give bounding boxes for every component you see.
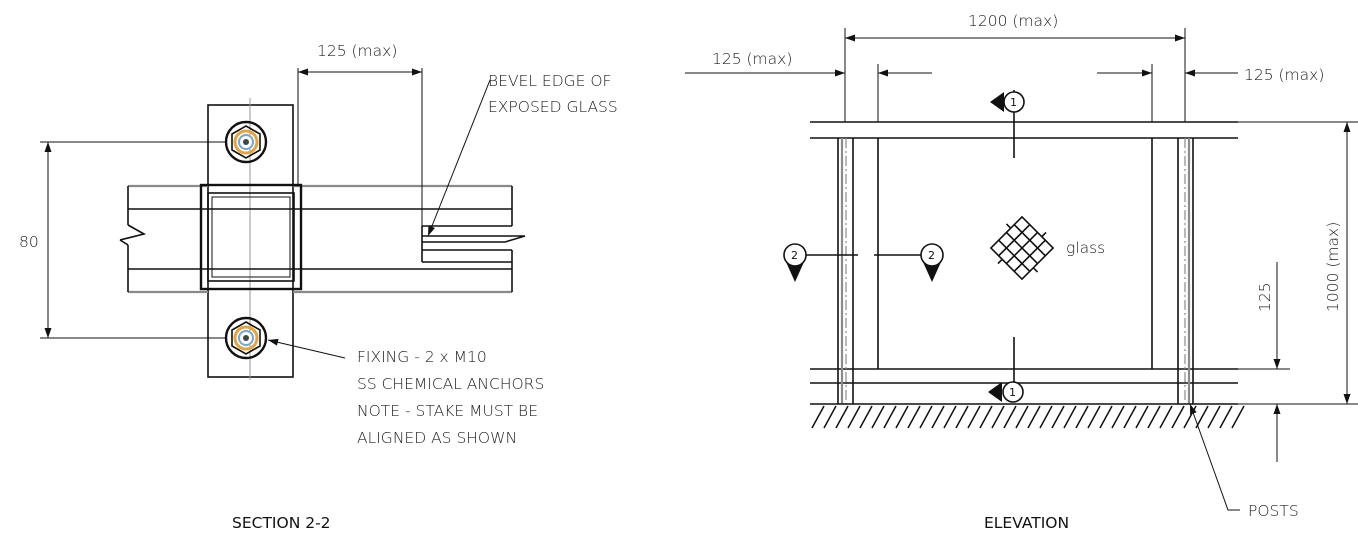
dim-125-left-label: 125 (max) (712, 50, 792, 68)
ground-hatch-line (1027, 405, 1041, 429)
ground-hatch-line (967, 405, 981, 429)
fixing-note-line-3: NOTE - STAKE MUST BE (357, 402, 538, 420)
ground-hatch-line (1087, 405, 1101, 429)
marker-2-left-label: 2 (791, 249, 798, 262)
marker-2-right-label: 2 (928, 249, 935, 262)
ground-hatch-line (1147, 405, 1161, 429)
section-marker-2-left: 2 (783, 243, 858, 282)
section-marker-2-right: 2 (874, 243, 944, 282)
bevel-note: BEVEL EDGE OF EXPOSED GLASS (427, 72, 618, 237)
ground-hatch-line (1039, 405, 1053, 429)
ground-hatch-line (1099, 405, 1113, 429)
ground-hatch-line (919, 405, 933, 429)
dim-1200-label: 1200 (max) (968, 12, 1058, 30)
dimension-125-bottom: 125 (1238, 262, 1290, 462)
section-rails (119, 184, 513, 294)
dimension-125-right: 125 (max) (1097, 64, 1324, 122)
fixing-note-line-1: FIXING - 2 x M10 (357, 348, 487, 366)
ground-hatch-line (991, 405, 1005, 429)
marker-1-top-label: 1 (1010, 96, 1017, 109)
anchor-bottom (224, 316, 268, 360)
right-post (1151, 138, 1194, 404)
ground-hatch-line (943, 405, 957, 429)
posts-note: POSTS (1189, 403, 1299, 520)
ground-hatch-line (1003, 405, 1017, 429)
ground-hatch-line (871, 405, 885, 429)
ground-hatch-line (1063, 405, 1077, 429)
ground-hatch-line (811, 405, 825, 429)
ground-hatch-line (835, 405, 849, 429)
ground-hatch-line (979, 405, 993, 429)
dim-125-right-label: 125 (max) (1244, 66, 1324, 84)
dimension-80: 80 (19, 141, 226, 339)
ground-hatch-line (1123, 405, 1137, 429)
anchor-top (224, 120, 268, 164)
bevel-note-line-2: EXPOSED GLASS (488, 98, 618, 116)
dim-125-bottom-label: 125 (1256, 282, 1274, 312)
glass-edge (421, 225, 526, 263)
ground-hatch-line (1111, 405, 1125, 429)
dimension-125-top: 125 (max) (297, 42, 423, 226)
ground-hatch-line (847, 405, 861, 429)
ground-hatch-line (1207, 405, 1221, 429)
dimension-125-left: 125 (max) (685, 50, 932, 122)
ground-line (810, 403, 1245, 429)
ground-hatch-line (955, 405, 969, 429)
dim-125-top-label: 125 (max) (317, 42, 397, 60)
ground-hatch-line (1015, 405, 1029, 429)
square-post (199, 183, 303, 291)
ground-hatch-line (931, 405, 945, 429)
section-marker-1-bottom: 1 (988, 337, 1024, 403)
ground-hatch-line (1171, 405, 1185, 429)
fixing-note-line-4: ALIGNED AS SHOWN (357, 429, 517, 447)
posts-label: POSTS (1248, 502, 1299, 520)
marker-1-bottom-label: 1 (1009, 386, 1016, 399)
dimension-1000: 1000 (max) (1238, 121, 1358, 405)
dim-1000-label: 1000 (max) (1324, 222, 1342, 312)
section-marker-1-top: 1 (990, 90, 1025, 158)
section-title: SECTION 2-2 (232, 514, 331, 532)
ground-hatch-line (1135, 405, 1149, 429)
glass-symbol (989, 215, 1055, 281)
bevel-note-line-1: BEVEL EDGE OF (488, 72, 611, 90)
elevation-rails (810, 121, 1238, 384)
elevation-view: glass 1 1 2 2 (685, 12, 1358, 532)
elevation-title: ELEVATION (984, 514, 1069, 532)
ground-hatch-line (895, 405, 909, 429)
ground-hatch-line (883, 405, 897, 429)
ground-hatch-line (1231, 405, 1245, 429)
ground-hatch-line (1051, 405, 1065, 429)
left-post (837, 138, 879, 404)
ground-hatch-line (859, 405, 873, 429)
fixing-note: FIXING - 2 x M10 SS CHEMICAL ANCHORS NOT… (267, 338, 544, 447)
glass-label: glass (1066, 239, 1105, 257)
ground-hatch-line (1219, 405, 1233, 429)
ground-hatch-line (1075, 405, 1089, 429)
fixing-note-line-2: SS CHEMICAL ANCHORS (357, 375, 544, 393)
ground-hatch-line (1195, 405, 1209, 429)
section-2-2-view: 80 125 (max) BEVEL EDGE OF EXPOSED GLASS… (19, 42, 618, 532)
dim-80-label: 80 (19, 233, 39, 251)
ground-hatch-line (823, 405, 837, 429)
ground-hatch-line (907, 405, 921, 429)
ground-hatch-line (1159, 405, 1173, 429)
